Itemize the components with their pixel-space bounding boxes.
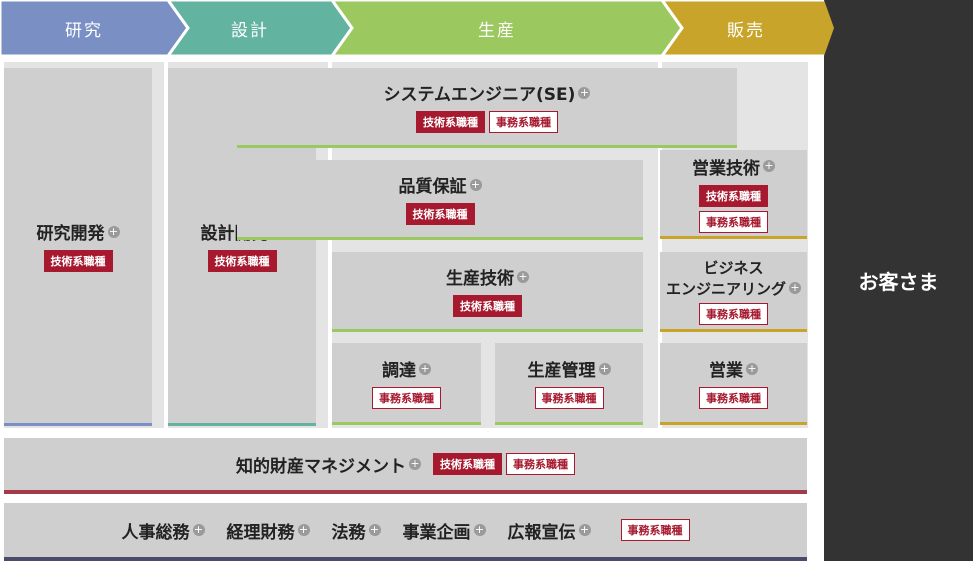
plus-icon[interactable]: +	[473, 523, 486, 536]
job-research[interactable]: 研究開発+ 技術系職種	[4, 68, 152, 426]
job-sales-eng-title: 営業技術	[692, 158, 760, 179]
plus-icon[interactable]: +	[409, 457, 421, 470]
plus-icon[interactable]: +	[517, 269, 529, 283]
stage-design-label: 設計	[231, 20, 269, 41]
stage-sales-arrow	[662, 0, 850, 56]
job-procurement[interactable]: 調達+ 事務系職種	[332, 343, 481, 425]
customer-label: お客さま	[858, 270, 939, 294]
tag-office: 事務系職種	[534, 387, 604, 409]
stage-design: 設計	[168, 0, 354, 56]
job-sales[interactable]: 営業+ 事務系職種	[660, 343, 807, 425]
stage-production-label: 生産	[478, 20, 516, 41]
plus-icon[interactable]: +	[107, 224, 120, 238]
plus-icon[interactable]: +	[192, 523, 205, 536]
job-sales-eng[interactable]: 営業技術+ 技術系職種 事務系職種	[660, 150, 807, 239]
tag-office: 事務系職種	[620, 519, 690, 541]
customer-panel: お客さま	[824, 0, 973, 561]
plus-icon[interactable]: +	[297, 523, 310, 536]
tag-tech: 技術系職種	[416, 111, 485, 133]
tag-tech: 技術系職種	[405, 203, 475, 225]
job-production-mgmt-title: 生産管理	[527, 361, 596, 381]
plus-icon[interactable]: +	[469, 177, 482, 191]
job-procurement-title: 調達	[382, 361, 416, 381]
plus-icon[interactable]: +	[789, 281, 801, 294]
job-qa-title: 品質保証	[398, 177, 467, 197]
plus-icon[interactable]: +	[578, 523, 591, 536]
job-production-eng[interactable]: 生産技術+ 技術系職種	[332, 252, 643, 332]
stage-research: 研究	[0, 0, 190, 56]
tag-tech: 技術系職種	[43, 250, 113, 272]
plus-icon[interactable]: +	[368, 523, 381, 536]
corporate-pr[interactable]: 広報宣伝+	[507, 522, 591, 543]
corporate-accounting[interactable]: 経理財務+	[226, 522, 310, 543]
corporate-legal[interactable]: 法務+	[331, 522, 381, 543]
tag-office: 事務系職種	[699, 210, 768, 233]
job-business-eng-line1: ビジネス	[703, 258, 764, 277]
job-ip[interactable]: 知的財産マネジメント+ 技術系職種 事務系職種	[4, 438, 807, 494]
job-business-eng-line2: エンジニアリング	[665, 279, 786, 298]
plus-icon[interactable]: +	[763, 159, 775, 172]
job-se-title: システムエンジニア(SE)	[383, 85, 576, 105]
stage-sales-label: 販売	[727, 20, 765, 41]
tag-tech: 技術系職種	[433, 453, 502, 475]
job-business-eng[interactable]: ビジネス エンジニアリング+ 事務系職種	[660, 252, 807, 332]
corporate-functions: 人事総務+ 経理財務+ 法務+ 事業企画+ 広報宣伝+ 事務系職種	[4, 503, 807, 561]
corporate-hr[interactable]: 人事総務+	[121, 522, 205, 543]
stage-design-arrow	[168, 0, 354, 56]
plus-icon[interactable]: +	[578, 85, 591, 99]
tag-tech: 技術系職種	[453, 295, 522, 317]
tag-office: 事務系職種	[699, 302, 768, 325]
plus-icon[interactable]: +	[419, 361, 431, 375]
tag-office: 事務系職種	[489, 111, 558, 133]
tag-tech: 技術系職種	[207, 250, 277, 272]
job-ip-title: 知的財産マネジメント	[236, 456, 406, 477]
tag-office: 事務系職種	[372, 387, 441, 409]
stage-production: 生産	[332, 0, 682, 56]
plus-icon[interactable]: +	[598, 361, 611, 375]
job-production-eng-title: 生産技術	[446, 269, 514, 289]
corporate-planning[interactable]: 事業企画+	[402, 522, 486, 543]
job-production-mgmt[interactable]: 生産管理+ 事務系職種	[495, 343, 643, 425]
plus-icon[interactable]: +	[746, 361, 758, 375]
job-sales-title: 営業	[709, 361, 743, 381]
stage-sales: 販売	[662, 0, 850, 56]
job-se[interactable]: システムエンジニア(SE)+ 技術系職種 事務系職種	[237, 68, 737, 148]
tag-office: 事務系職種	[506, 453, 575, 475]
job-research-title: 研究開発	[36, 224, 105, 244]
job-qa[interactable]: 品質保証+ 技術系職種	[237, 160, 643, 240]
tag-tech: 技術系職種	[699, 184, 768, 207]
customer-arrow-tip	[824, 0, 834, 56]
stage-research-label: 研究	[65, 20, 103, 41]
tag-office: 事務系職種	[699, 387, 768, 409]
stage-production-arrow	[332, 0, 682, 56]
